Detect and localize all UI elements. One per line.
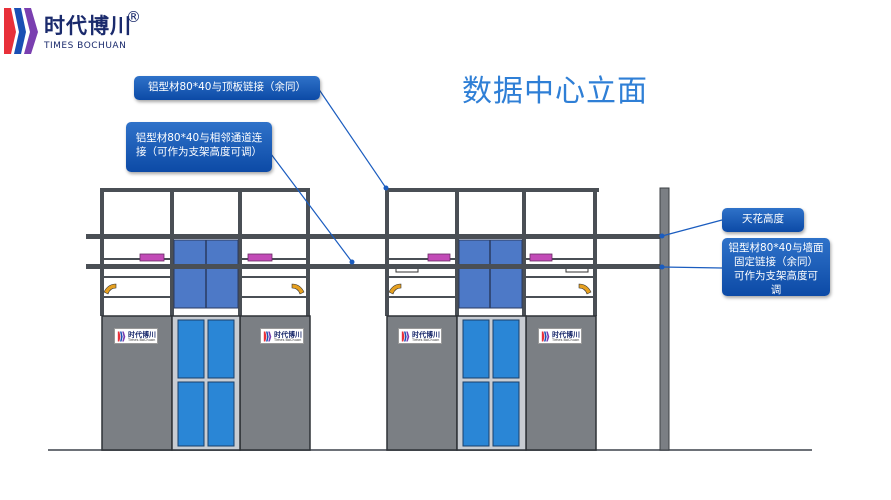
cable-tray [529, 253, 553, 262]
callout-text: 可作为支架高度可 [734, 270, 818, 282]
page-title: 数据中心立面 [462, 74, 648, 109]
rack-logo-plate: 时代博川 Times BoChuan [538, 328, 582, 344]
leader-line [317, 87, 387, 189]
cable-bracket [388, 283, 402, 295]
cable-tray [139, 253, 165, 262]
callout-wall-fix: 铝型材80*40与墙面 固定链接（余同） 可作为支架高度可 调 [722, 238, 830, 296]
brand-name-en: TIMES BOCHUAN [44, 41, 127, 51]
callout-text: 固定链接（余同） [734, 256, 818, 268]
brand-mark-icon [4, 8, 38, 54]
cable-tray [427, 253, 451, 262]
wall-column [659, 187, 670, 451]
callout-text: 接（可作为支架高度可调） [136, 146, 262, 158]
rack-logo-plate: 时代博川 Times BoChuan [114, 328, 158, 344]
brand-mark-icon [117, 331, 126, 342]
callout-text: 铝型材80*40与顶板链接（余同） [148, 81, 306, 93]
brand-logo: 时代博川 ® TIMES BOCHUAN [4, 6, 164, 64]
module-right [385, 188, 599, 451]
rack-logo-name: 时代博川 [128, 331, 156, 339]
leader-line [661, 219, 723, 237]
leader-line [267, 149, 353, 263]
cable-bracket [578, 283, 592, 295]
top-beam [385, 188, 599, 192]
callout-text: 铝型材80*40与墙面 [728, 242, 824, 254]
module-left [100, 188, 311, 451]
callout-text: 调 [770, 284, 782, 296]
cable-bracket [291, 283, 305, 295]
cable-tray [247, 253, 273, 262]
rack-logo-sub: Times BoChuan [552, 338, 580, 342]
rack-logo-name: 时代博川 [552, 331, 580, 339]
rack-logo-sub: Times BoChuan [412, 338, 440, 342]
callout-text: 铝型材80*40与相邻通道连 [135, 132, 263, 144]
brand-mark-icon [401, 331, 410, 342]
callout-ceiling-height: 天花高度 [722, 208, 804, 232]
registered-mark: ® [126, 8, 141, 26]
profile-beam-lower [86, 264, 662, 269]
rack-logo-plate: 时代博川 Times BoChuan [398, 328, 442, 344]
cable-bracket [103, 283, 117, 295]
rack-logo-name: 时代博川 [274, 331, 302, 339]
rack-logo-sub: Times BoChuan [128, 338, 156, 342]
brand-mark-icon [263, 331, 272, 342]
top-beam [100, 188, 310, 192]
rack-logo-name: 时代博川 [412, 331, 440, 339]
rack-logo-sub: Times BoChuan [274, 338, 302, 342]
brand-mark-icon [541, 331, 550, 342]
callout-top-plate: 铝型材80*40与顶板链接（余同） [134, 76, 320, 100]
callout-adjacent-aisle: 铝型材80*40与相邻通道连 接（可作为支架高度可调） [126, 122, 272, 172]
leader-line [661, 266, 723, 269]
rack-logo-plate: 时代博川 Times BoChuan [260, 328, 304, 344]
brand-name-cn: 时代博川 [44, 14, 132, 38]
profile-beam-upper [86, 234, 662, 239]
callout-text: 天花高度 [742, 213, 784, 225]
